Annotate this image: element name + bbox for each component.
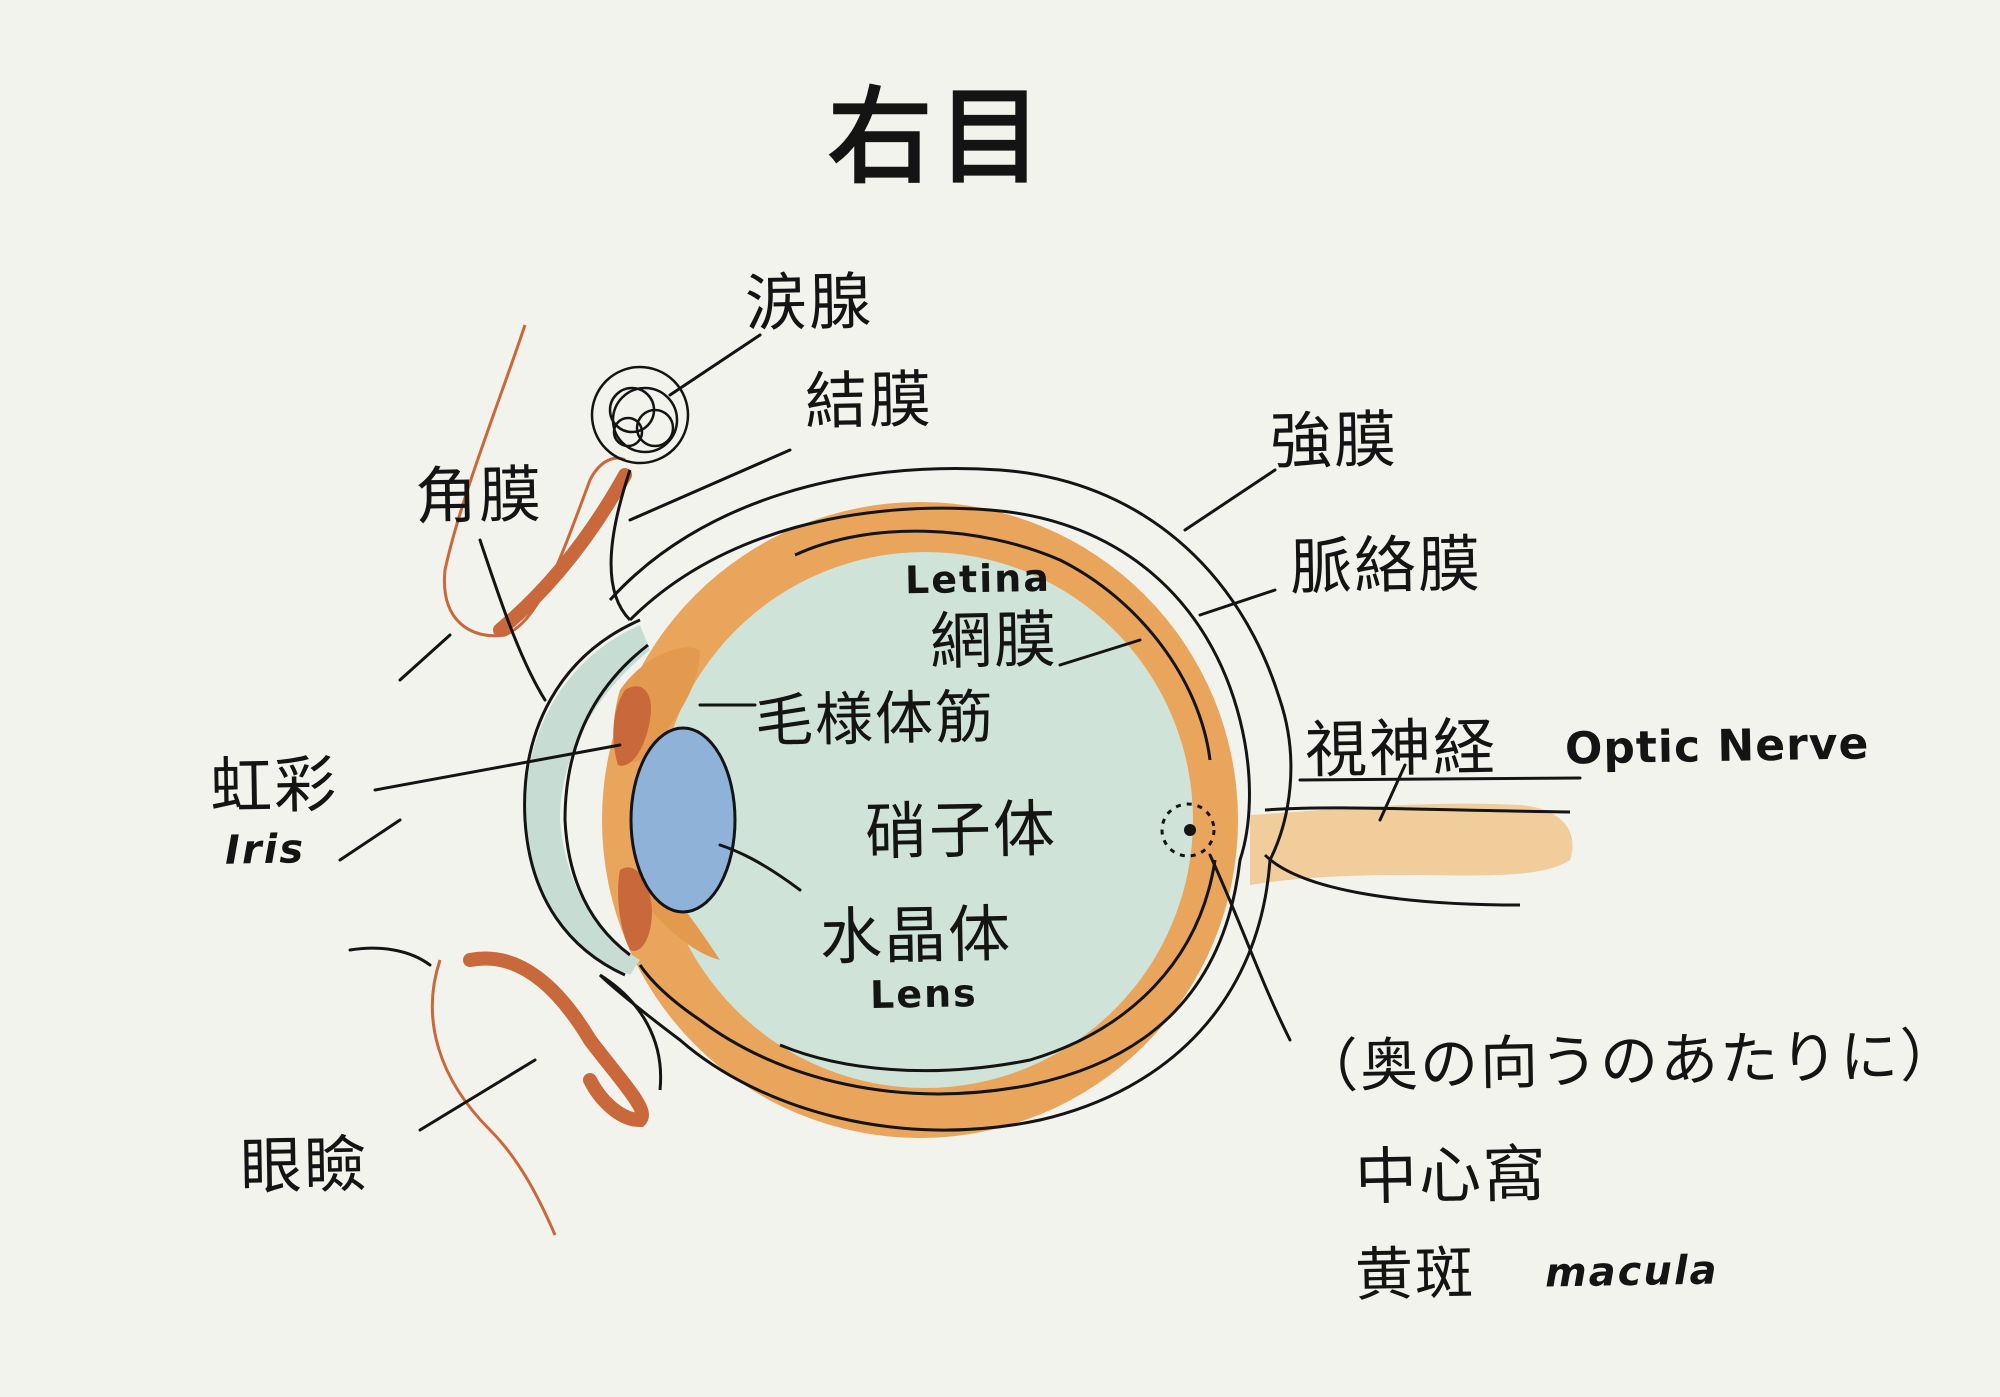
- lacrimal-gland-icon: [590, 365, 690, 465]
- arrow-conjunctiva: [628, 448, 792, 522]
- iris-underline: [338, 818, 402, 862]
- label-lens-jp: 水晶体: [819, 897, 1013, 974]
- arrow-sclera: [1183, 468, 1277, 532]
- label-eyelid: 眼瞼: [239, 1127, 369, 1204]
- label-choroid: 脈絡膜: [1289, 527, 1483, 604]
- upper-eyelid-inner: [609, 469, 632, 622]
- arrow-iris: [373, 743, 622, 792]
- label-retina-jp: 網膜: [929, 602, 1059, 679]
- retina-contour: [794, 529, 1212, 761]
- cornea-outline: [523, 618, 641, 977]
- label-optic-nerve-en: Optic Nerve: [1564, 718, 1870, 775]
- optic-underline: [1298, 776, 1582, 782]
- inner-contour: [628, 506, 1251, 1096]
- upper-eyelid-margin: [493, 468, 632, 637]
- vitreous-body: [657, 552, 1193, 1088]
- arrow-fovea: [1208, 853, 1292, 1042]
- page-title: 右目: [828, 76, 1049, 198]
- lower-eyelid-margin: [463, 951, 649, 1128]
- arrow-optic: [1378, 763, 1407, 822]
- label-cornea: 角膜: [414, 457, 544, 534]
- upper-eyelid-skin: [442, 324, 626, 638]
- leader-lines: [338, 333, 1582, 1132]
- label-sclera: 強膜: [1269, 402, 1399, 479]
- label-optic-nerve-jp: 視神経: [1304, 710, 1498, 787]
- optic-nerve-shape: [1250, 803, 1573, 885]
- lower-eyelid-skin: [430, 959, 557, 1236]
- label-iris-en: Iris: [224, 826, 306, 874]
- label-fovea: 中心窩: [1354, 1137, 1548, 1214]
- label-ciliary-muscle: 毛様体筋: [754, 682, 996, 756]
- retina-contour-lower: [779, 859, 1217, 1073]
- lens-shape: [629, 726, 737, 914]
- label-fovea-note: （奥の向うのあたりに）: [1299, 1021, 1961, 1101]
- arrow-eyelid: [418, 1058, 537, 1132]
- label-lacrimal-gland: 涙腺: [744, 264, 874, 341]
- label-lens-en: Lens: [869, 971, 979, 1017]
- arrow-retina: [1058, 638, 1142, 667]
- arrow-lacrimal: [668, 333, 762, 397]
- label-macula-jp: 黄斑: [1354, 1238, 1476, 1310]
- eyelid-curve: [348, 946, 432, 967]
- lower-eyelid-inner: [599, 973, 663, 1091]
- label-iris-jp: 虹彩: [209, 747, 339, 824]
- label-vitreous: 硝子体: [864, 792, 1058, 869]
- iris-shape-lower: [618, 867, 652, 951]
- arrow-choroid: [1198, 588, 1277, 617]
- label-conjunctiva: 結膜: [804, 362, 934, 439]
- label-retina-en: Letina: [904, 555, 1052, 603]
- fovea-dot: [1184, 824, 1196, 836]
- iris-shape-upper: [613, 686, 651, 766]
- optic-nerve-lower-line: [1263, 853, 1521, 907]
- fovea-marker: [1160, 802, 1216, 858]
- cornea-inner-outline: [563, 643, 649, 957]
- cornea-tick: [398, 633, 452, 682]
- label-macula-en: macula: [1544, 1247, 1719, 1297]
- arrow-lens: [718, 843, 802, 892]
- arrow-cornea: [478, 538, 547, 702]
- outer-contour: [598, 467, 1293, 1132]
- cornea-layer: [524, 625, 650, 975]
